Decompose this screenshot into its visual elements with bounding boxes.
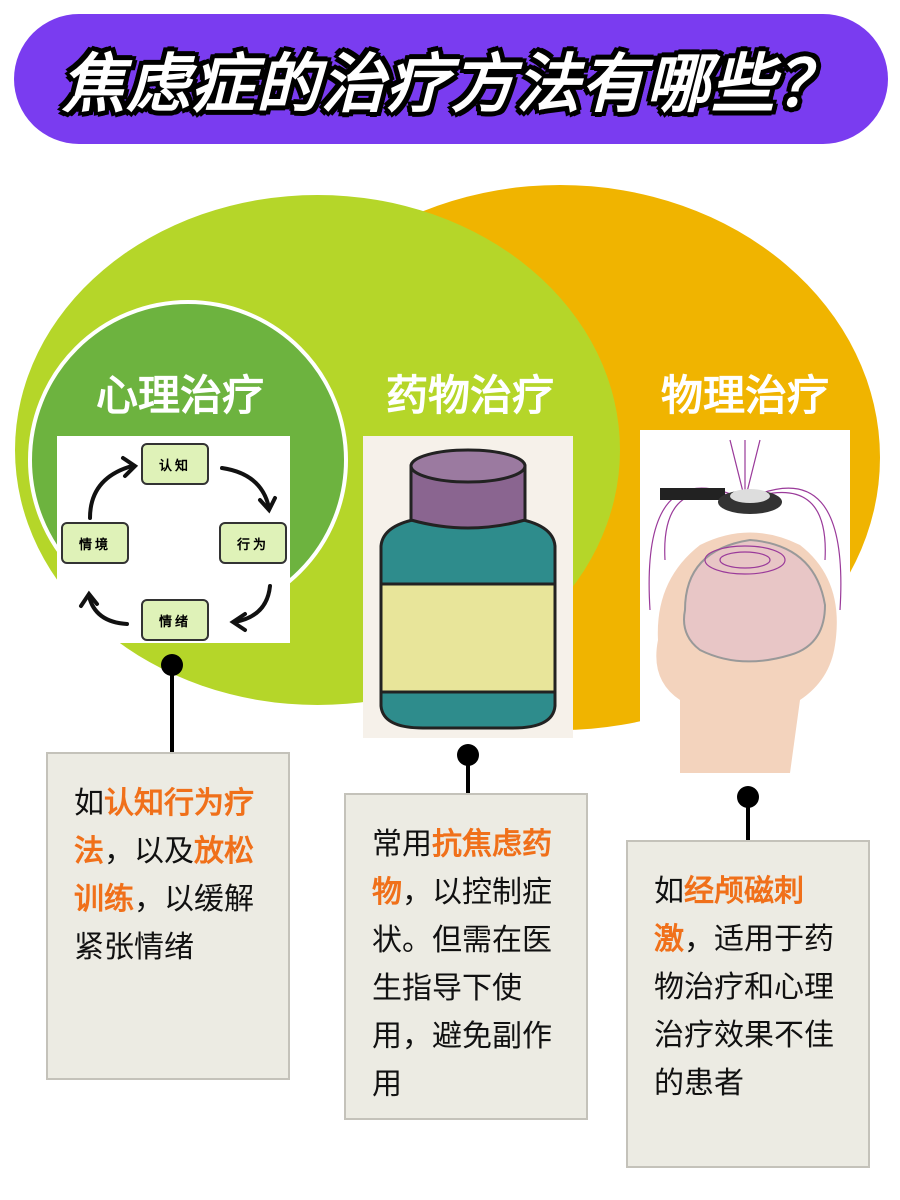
card-highlight: 放松训练: [74, 834, 254, 917]
cbt-cycle-diagram: 认知 行为 情绪 情境: [57, 436, 290, 643]
connector-line: [170, 670, 174, 752]
drug-therapy-card: 常用抗焦虑药物，以控制症状。但需在医生指导下使用，避免副作用: [344, 793, 588, 1120]
connector-line: [746, 800, 750, 840]
card-text: 如: [654, 874, 684, 909]
cycle-arrows-icon: [79, 456, 277, 632]
connector-dot: [457, 744, 479, 766]
card-highlight: 认知行为疗法: [74, 786, 254, 869]
title-banner: [14, 14, 888, 144]
card-text: 常用: [372, 827, 432, 862]
connector-dot: [161, 654, 183, 676]
psych-therapy-card: 如认知行为疗法，以及放松训练，以缓解紧张情绪: [46, 752, 290, 1080]
psych-therapy-heading: 心理治疗: [95, 371, 264, 420]
card-text: ，适用于药物治疗和心理治疗效果不佳的患者: [654, 922, 834, 1101]
physical-therapy-card: 如经颅磁刺激，适用于药物治疗和心理治疗效果不佳的患者: [626, 840, 870, 1168]
cycle-node-situation: 情境: [61, 522, 129, 564]
page-title: 焦虑症的治疗方法有哪些？: [61, 48, 841, 122]
cycle-node-cognition: 认知: [141, 443, 209, 485]
card-highlight: 抗焦虑药物: [372, 827, 552, 910]
connector-dot: [737, 786, 759, 808]
cycle-node-emotion: 情绪: [141, 599, 209, 641]
card-highlight: 经颅磁刺激: [654, 874, 804, 957]
cycle-node-behavior: 行为: [219, 522, 287, 564]
connector-line: [466, 760, 470, 793]
card-text: ，以控制症状。但需在医生指导下使用，避免副作用: [372, 875, 552, 1102]
card-text: ，以及: [104, 834, 194, 869]
medicine-bottle-icon: [363, 436, 573, 738]
physical-therapy-heading: 物理治疗: [660, 371, 829, 420]
drug-therapy-heading: 药物治疗: [385, 371, 554, 420]
card-text: ，以缓解紧张情绪: [74, 882, 254, 965]
brain-magnetic-stimulation-icon: [640, 430, 850, 773]
card-text: 如: [74, 786, 104, 821]
